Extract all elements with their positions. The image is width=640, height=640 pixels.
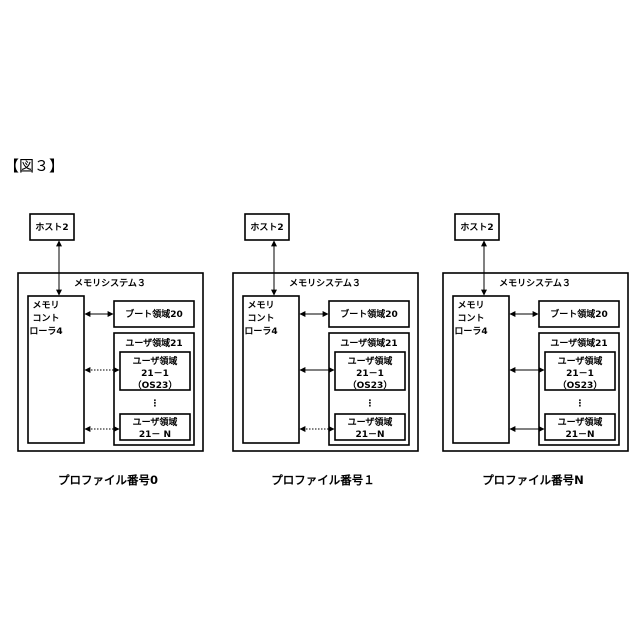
memory-controller-label: コント [457,313,484,324]
profile-diagram-0: ホスト2 メモリシステム３ メモリコントローラ4 ブート領域20 ユーザ領域21 ユーザ領… [18,214,203,487]
user-area-last-label: 21－N [565,430,594,440]
user-area-label: ユーザ領域21 [125,337,182,349]
memory-system-label: メモリシステム３ [74,278,146,289]
user-area-first-label: （OS23） [133,380,178,391]
host-label: ホスト2 [250,222,283,233]
memory-controller-label: ローラ4 [454,326,487,337]
user-area-first-label: 21－1 [141,369,169,379]
boot-area-label: ブート領域20 [340,308,398,320]
user-area-first-label: 21－1 [356,369,384,379]
memory-controller-label: コント [32,313,59,324]
user-area-first-label: （OS23） [348,380,393,391]
profile-diagram-1: ホスト2 メモリシステム３ メモリコントローラ4 ブート領域20 ユーザ領域21 ユーザ領… [233,214,418,487]
user-area-label: ユーザ領域21 [340,337,397,349]
host-label: ホスト2 [35,222,68,233]
user-area-first-label: ユーザ領域 [348,355,393,367]
memory-controller-label: ローラ4 [244,326,277,337]
memory-controller-label: コント [247,313,274,324]
memory-controller-label: メモリ [32,300,59,311]
memory-system-label: メモリシステム３ [289,278,361,289]
profile-caption: プロファイル番号N [482,473,584,487]
boot-area-label: ブート領域20 [550,308,608,320]
user-area-first-label: ユーザ領域 [558,355,603,367]
host-label: ホスト2 [460,222,493,233]
profile-caption: プロファイル番号１ [271,473,375,487]
profile-diagram-2: ホスト2 メモリシステム３ メモリコントローラ4 ブート領域20 ユーザ領域21 ユーザ領… [443,214,628,487]
memory-controller-label: メモリ [247,300,274,311]
profile-caption: プロファイル番号0 [58,473,158,487]
ellipsis-glyph: ⋮ [366,399,375,409]
user-area-last-label: ユーザ領域 [133,416,178,428]
ellipsis-glyph: ⋮ [151,399,160,409]
user-area-last-label: 21－N [355,430,384,440]
boot-area-label: ブート領域20 [125,308,183,320]
user-area-first-label: （OS23） [558,380,603,391]
user-area-last-label: 21－ N [139,430,171,440]
ellipsis-glyph: ⋮ [576,399,585,409]
user-area-first-label: 21－1 [566,369,594,379]
memory-system-label: メモリシステム３ [499,278,571,289]
user-area-last-label: ユーザ領域 [558,416,603,428]
memory-controller-label: メモリ [457,300,484,311]
memory-controller-label: ローラ4 [29,326,62,337]
user-area-last-label: ユーザ領域 [348,416,393,428]
user-area-label: ユーザ領域21 [550,337,607,349]
user-area-first-label: ユーザ領域 [133,355,178,367]
